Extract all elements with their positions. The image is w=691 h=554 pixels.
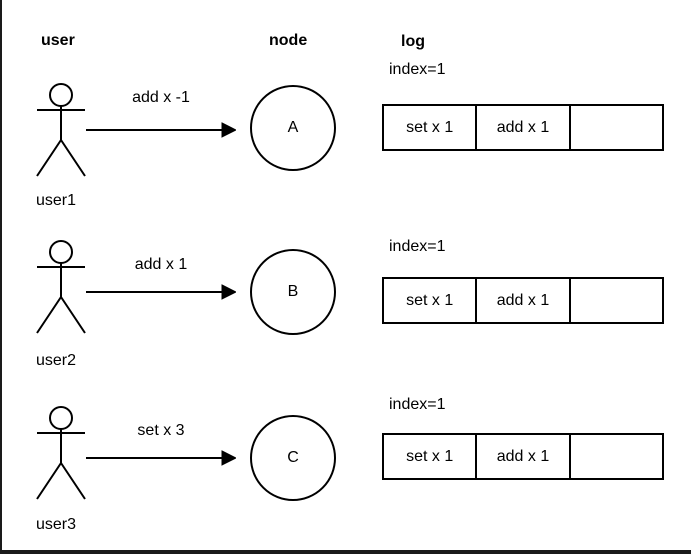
log-cell: add x 1 bbox=[475, 104, 571, 151]
user-stick-figure-icon bbox=[36, 83, 86, 177]
user-stick-figure-icon bbox=[36, 406, 86, 500]
column-header-node: node bbox=[269, 32, 308, 49]
log-entries-table: set x 1 add x 1 bbox=[382, 433, 664, 480]
canvas-left-edge-line bbox=[0, 0, 2, 554]
column-header-log: log bbox=[401, 33, 425, 50]
message-arrow-icon bbox=[86, 122, 236, 138]
log-cell: set x 1 bbox=[382, 104, 478, 151]
node-label: C bbox=[287, 449, 299, 466]
log-entries-table: set x 1 add x 1 bbox=[382, 277, 664, 324]
log-cell: add x 1 bbox=[475, 277, 571, 324]
user-name-label: user1 bbox=[36, 192, 77, 209]
log-index-label: index=1 bbox=[389, 238, 446, 255]
canvas-bottom-edge-line bbox=[0, 550, 691, 554]
message-label: set x 3 bbox=[137, 422, 185, 439]
message-label: add x -1 bbox=[132, 89, 190, 106]
message-arrow-icon bbox=[86, 450, 236, 466]
message-label: add x 1 bbox=[134, 256, 188, 273]
log-cell: set x 1 bbox=[382, 277, 478, 324]
log-cell: set x 1 bbox=[382, 433, 478, 480]
log-cell-empty bbox=[568, 277, 664, 324]
node-label: A bbox=[287, 119, 299, 136]
log-cell: add x 1 bbox=[475, 433, 571, 480]
log-index-label: index=1 bbox=[389, 396, 446, 413]
log-index-label: index=1 bbox=[389, 61, 446, 78]
log-cell-empty bbox=[568, 104, 664, 151]
node-circle: A bbox=[250, 85, 336, 171]
column-header-user: user bbox=[41, 32, 75, 49]
log-cell-empty bbox=[568, 433, 664, 480]
node-circle: B bbox=[250, 249, 336, 335]
message-arrow-icon bbox=[86, 284, 236, 300]
node-circle: C bbox=[250, 415, 336, 501]
user-stick-figure-icon bbox=[36, 240, 86, 334]
user-name-label: user3 bbox=[36, 516, 77, 533]
user-name-label: user2 bbox=[36, 352, 77, 369]
log-entries-table: set x 1 add x 1 bbox=[382, 104, 664, 151]
node-label: B bbox=[287, 283, 299, 300]
